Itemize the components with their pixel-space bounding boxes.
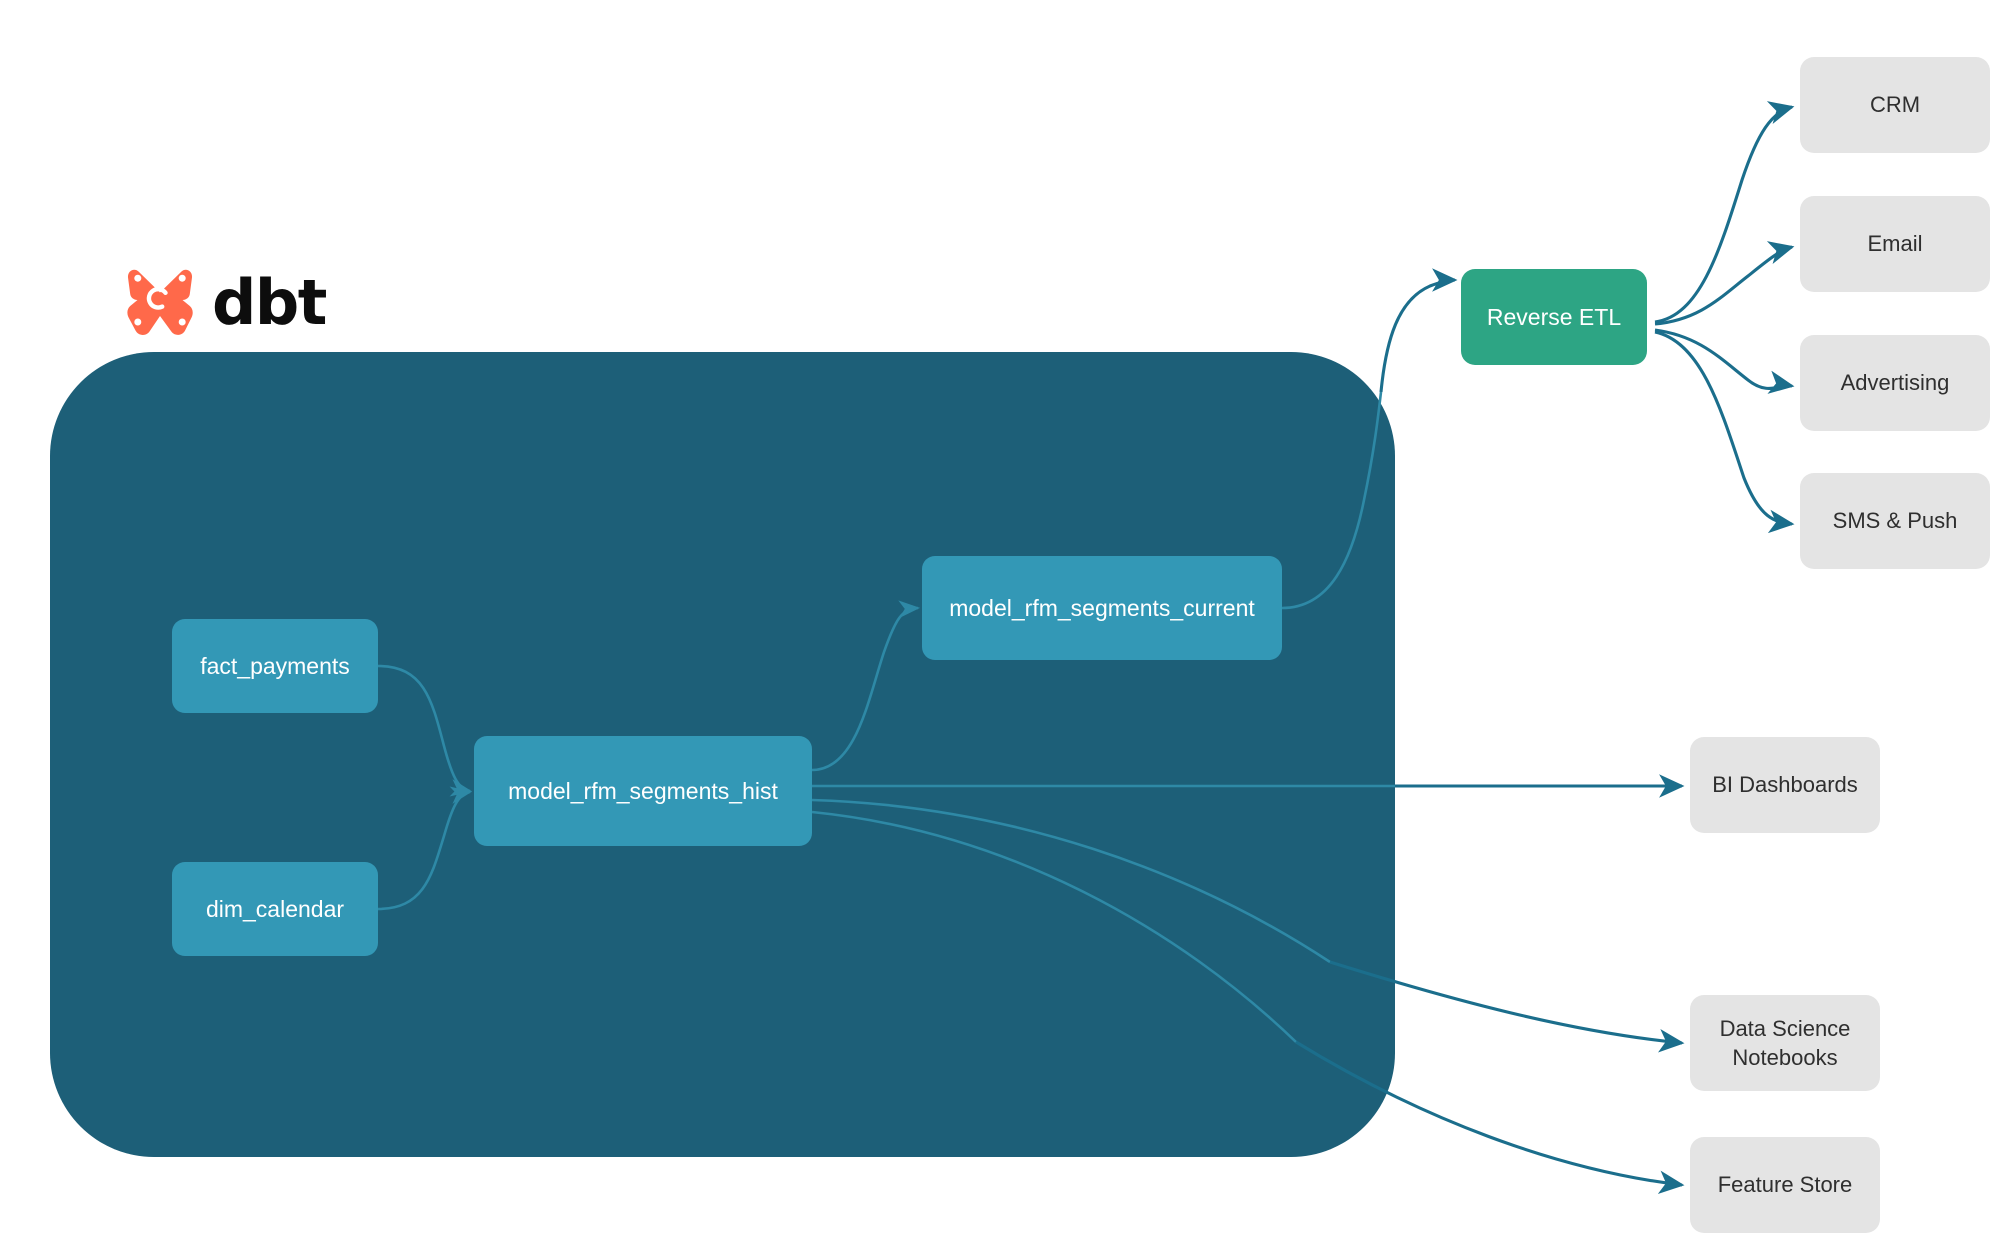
edge-reverse-etl-to-crm <box>1654 101 1795 324</box>
destination-node-advertising[interactable]: Advertising <box>1800 335 1990 431</box>
model-node-fact-payments[interactable]: fact_payments <box>172 619 378 713</box>
model-node-model-rfm-segments-current[interactable]: model_rfm_segments_current <box>922 556 1282 660</box>
edge-reverse-etl-to-sms-push <box>1654 330 1795 534</box>
destination-node-bi-dashboards[interactable]: BI Dashboards <box>1690 737 1880 833</box>
model-node-model-rfm-segments-hist[interactable]: model_rfm_segments_hist <box>474 736 812 846</box>
edge-reverse-etl-to-advertising <box>1654 328 1795 394</box>
edge-current-to-reverse-etl <box>1379 268 1458 393</box>
destination-node-crm[interactable]: CRM <box>1800 57 1990 153</box>
destination-label-data-science-notebooks: Data Science Notebooks <box>1719 1015 1851 1070</box>
dbt-wordmark: dbt <box>212 265 327 339</box>
dbt-brand-lockup: dbt <box>122 262 327 343</box>
reverse-etl-node[interactable]: Reverse ETL <box>1461 269 1647 365</box>
destination-node-feature-store[interactable]: Feature Store <box>1690 1137 1880 1233</box>
model-node-dim-calendar[interactable]: dim_calendar <box>172 862 378 956</box>
dbt-logo-icon <box>122 262 198 343</box>
edge-reverse-etl-to-email <box>1654 241 1795 326</box>
destination-node-sms-push[interactable]: SMS & Push <box>1800 473 1990 569</box>
destination-node-email[interactable]: Email <box>1800 196 1990 292</box>
destination-node-data-science-notebooks[interactable]: Data Science Notebooks <box>1690 995 1880 1091</box>
